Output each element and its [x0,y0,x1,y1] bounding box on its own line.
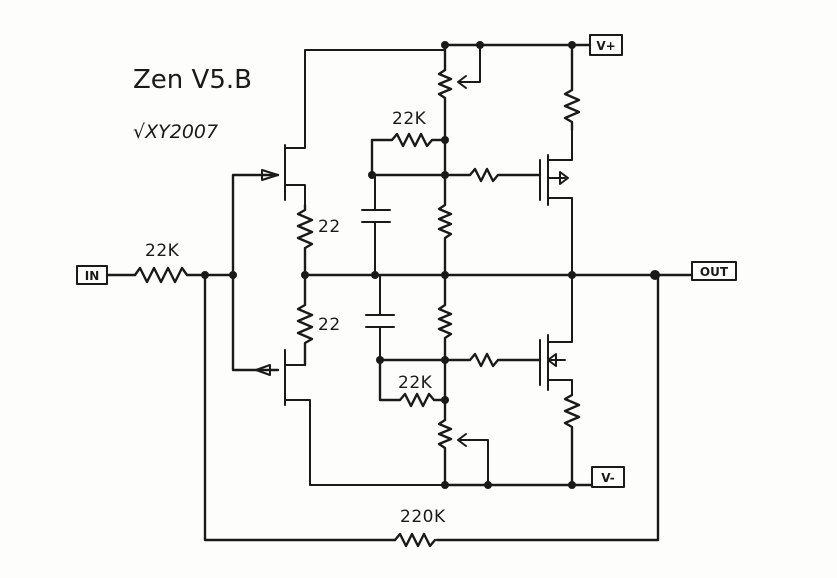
feedback-resistor-label: 220K [400,507,446,527]
input-resistor-label: 22K [145,241,180,261]
upper-emitter-resistor-label: 22 [318,217,341,237]
junction-dot [441,41,449,49]
lower-bias-resistor-label: 22K [398,373,433,393]
lower-trimmer-wiper [457,433,489,486]
upper-divider-resistor [437,173,453,277]
lower-emitter-resistor [296,273,314,367]
junction-dot [441,396,449,404]
output-terminal: OUT [691,261,737,281]
lower-source-resistor [563,393,581,487]
upper-gate-stopper [370,167,542,183]
junction-dot [201,271,209,279]
junction-dot [441,481,449,489]
schematic-author: √XY2007 [133,121,218,143]
input-terminal-label: IN [85,269,100,283]
upper-bias-trimmer [437,68,453,142]
lower-output-mosfet [539,274,573,396]
junction-dot [441,171,449,179]
output-terminal-label: OUT [700,265,729,279]
upper-bias-resistor-label: 22K [392,109,427,129]
junction-dot [441,271,449,279]
junction-dot [301,271,309,279]
lower-input-transistor [255,349,446,486]
input-resistor [133,266,189,284]
schematic-title: Zen V5.B [133,65,252,95]
positive-supply-label: V+ [596,39,615,53]
feedback-wire-right [435,273,660,542]
lower-bias-resistor [378,358,447,408]
positive-supply-terminal: V+ [589,34,623,56]
lower-gate-wire [231,273,280,372]
upper-trimmer-wiper [457,44,481,89]
lower-emitter-resistor-label: 22 [318,315,341,335]
upper-output-mosfet [539,129,573,276]
upper-emitter-resistor [296,203,314,277]
junction-dot [441,356,449,364]
upper-bias-resistor [370,132,447,177]
junction-dot [376,356,384,364]
upper-input-transistor [261,49,446,206]
junction-dot [568,41,576,49]
negative-supply-label: V- [601,471,614,485]
junction-dot [368,171,376,179]
junction-dot [441,136,449,144]
negative-supply-terminal: V- [591,466,625,488]
feedback-resistor [393,532,437,548]
junction-dot [476,41,484,49]
junction-dots [201,41,660,489]
feedback-wire-left [203,273,397,542]
junction-dot [568,271,576,279]
junction-dot [568,481,576,489]
lower-bias-trimmer [437,418,453,487]
input-terminal: IN [76,265,108,285]
junction-dot [371,271,379,279]
upper-source-resistor [563,43,581,132]
junction-dot [229,271,237,279]
upper-gate-wire [231,173,280,277]
junction-dot [484,481,492,489]
lower-gate-stopper [378,352,542,368]
lower-coupling-capacitor [365,274,395,361]
junction-dot [650,270,660,280]
upper-coupling-capacitor [361,174,391,276]
lower-divider-resistor [437,273,453,362]
